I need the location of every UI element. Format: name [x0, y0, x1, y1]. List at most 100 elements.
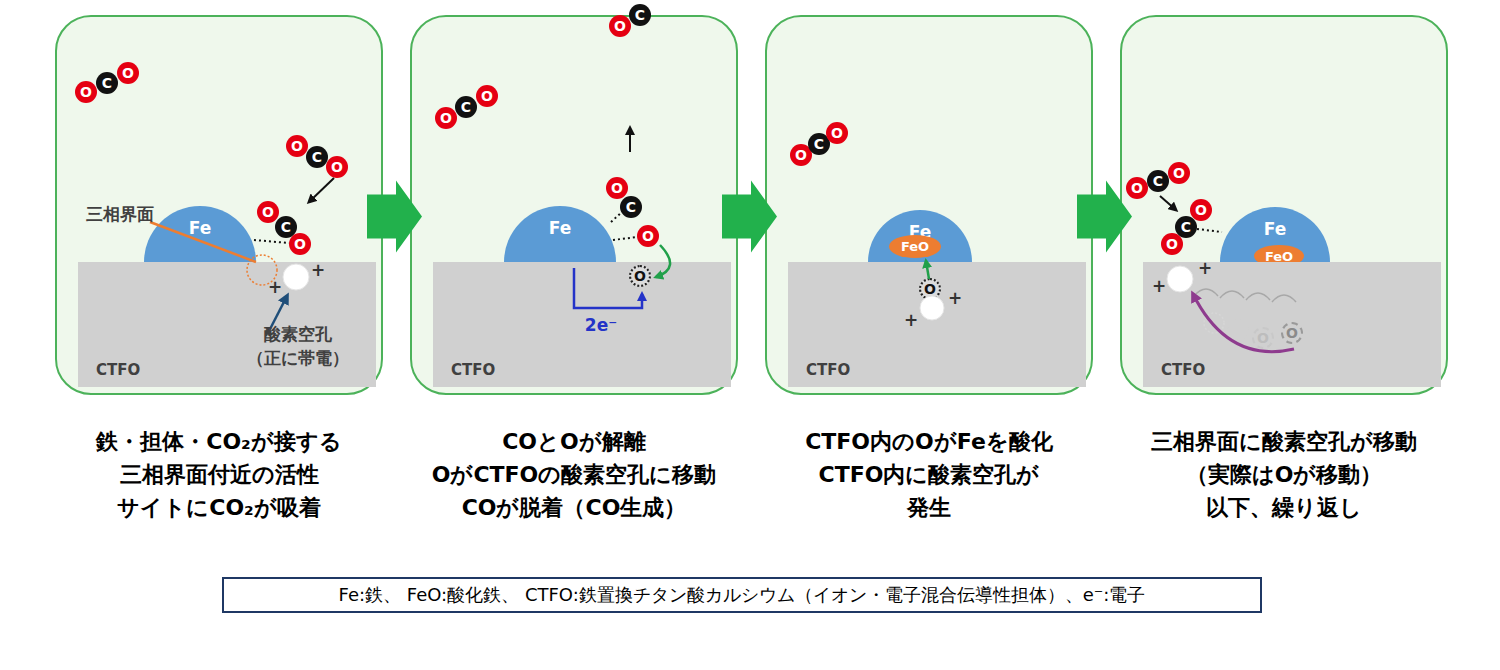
atom-symbol: O	[611, 181, 623, 195]
step-caption: CTFO内のOがFeを酸化 CTFO内に酸素空孔が 発生	[761, 425, 1097, 524]
step-panel: COとOが解離 OがCTFOの酸素空孔に移動 COが脱着（CO生成）OCOOCF…	[410, 15, 738, 395]
atom-symbol: O	[1195, 203, 1207, 217]
ctfo-support: CTFO O O	[1143, 262, 1441, 387]
oxygen-atom: O	[637, 225, 659, 247]
iron-particle: Fe	[504, 206, 616, 262]
oxidation-arrow	[926, 261, 929, 279]
support-label: CTFO	[96, 361, 140, 379]
atom-symbol: O	[291, 139, 303, 153]
atom-symbol: O	[831, 126, 843, 140]
support-label: CTFO	[806, 361, 850, 379]
atom-symbol: O	[481, 89, 493, 103]
oxide-label: FeO	[901, 239, 929, 254]
iron-particle: FeFeO	[1220, 207, 1330, 262]
oxygen-atom: O	[609, 15, 631, 37]
step-arrow	[367, 180, 422, 252]
ctfo-support: CTFO	[78, 262, 376, 387]
atom-symbol: O	[1286, 326, 1298, 340]
oxygen-vacancy	[920, 296, 944, 320]
migrating-oxygen: O	[1252, 327, 1274, 349]
iron-dome-fill	[144, 206, 256, 262]
atom-symbol: O	[122, 66, 134, 80]
atom-symbol: O	[1173, 166, 1185, 180]
interface-marker	[247, 255, 277, 285]
step-panel: 三相界面に酸素空孔が移動 （実際はOが移動） 以下、繰り返しOCOOCOFeFe…	[1120, 15, 1448, 395]
atom-symbol: C	[635, 8, 645, 22]
step-caption: 鉄・担体・CO₂が接する 三相界面付近の活性 サイトにCO₂が吸着	[51, 425, 387, 524]
iron-label: Fe	[1220, 219, 1330, 239]
iron-dome-fill	[868, 210, 972, 262]
lattice-oxygen: O	[919, 278, 941, 300]
hop-site	[1204, 313, 1224, 333]
oxygen-atom: O	[1161, 233, 1183, 255]
pointer-arrow	[268, 296, 287, 333]
oxygen-atom: O	[606, 177, 628, 199]
electron-path	[574, 268, 642, 308]
atom-symbol: C	[814, 137, 824, 151]
hop-site	[1228, 320, 1248, 340]
atom-symbol: O	[80, 85, 92, 99]
oxygen-atom: O	[257, 201, 279, 223]
atom-symbol: C	[281, 220, 291, 234]
desorption-arrow	[629, 128, 631, 152]
iron-particle: Fe	[144, 206, 256, 262]
iron-label: Fe	[504, 218, 616, 238]
step-panel: 鉄・担体・CO₂が接する 三相界面付近の活性 サイトにCO₂が吸着OCOOCOF…	[55, 15, 383, 395]
oxygen-vacancy	[1167, 266, 1193, 292]
lattice-oxygen: O	[629, 265, 651, 287]
oxygen-vacancy	[283, 264, 309, 290]
atom-symbol: O	[331, 160, 343, 174]
motion-arrow	[309, 178, 334, 202]
iron-label: Fe	[144, 218, 256, 238]
atom-symbol: O	[1166, 237, 1178, 251]
iron-particle: FeFeO	[868, 210, 972, 262]
oxygen-atom: O	[1126, 177, 1148, 199]
ctfo-support: CTFO O	[788, 262, 1086, 387]
atom-symbol: C	[461, 100, 471, 114]
hop-arc	[1194, 289, 1218, 296]
iron-dome-fill	[504, 206, 616, 262]
oxygen-atom: O	[289, 233, 311, 255]
support-label: CTFO	[451, 361, 495, 379]
carbon-atom: C	[620, 196, 642, 218]
hop-arc	[1220, 291, 1244, 298]
oxygen-atom: O	[1168, 162, 1190, 184]
step-arrow	[1077, 180, 1132, 252]
atom-symbol: O	[642, 229, 654, 243]
oxygen-atom: O	[826, 122, 848, 144]
carbon-atom: C	[455, 96, 477, 118]
atom-symbol: O	[1257, 331, 1269, 345]
oxygen-atom: O	[117, 62, 139, 84]
atom-symbol: O	[440, 111, 452, 125]
leader-line	[150, 222, 256, 262]
atom-symbol: O	[924, 282, 936, 296]
legend-text: Fe:鉄、 FeO:酸化鉄、 CTFO:鉄置換チタン酸カルシウム（イオン・電子混…	[339, 583, 1146, 607]
carbon-atom: C	[1147, 170, 1169, 192]
oxygen-atom: O	[1190, 199, 1212, 221]
atom-symbol: O	[1131, 181, 1143, 195]
ctfo-support: CTFO O	[433, 262, 731, 387]
adsorption-bond	[613, 237, 637, 240]
atom-symbol: O	[294, 237, 306, 251]
step-arrow	[722, 180, 777, 252]
step-caption: COとOが解離 OがCTFOの酸素空孔に移動 COが脱着（CO生成）	[406, 425, 742, 524]
oxygen-atom: O	[435, 107, 457, 129]
carbon-atom: C	[629, 4, 651, 26]
atom-symbol: C	[102, 76, 112, 90]
migrating-oxygen: O	[1281, 322, 1303, 344]
adsorption-bond	[611, 211, 623, 222]
atom-symbol: C	[1153, 174, 1163, 188]
support-label: CTFO	[1161, 361, 1205, 379]
oxygen-transfer-arrow	[656, 245, 670, 277]
adsorption-bond	[1197, 229, 1222, 232]
legend-box: Fe:鉄、 FeO:酸化鉄、 CTFO:鉄置換チタン酸カルシウム（イオン・電子混…	[222, 577, 1262, 613]
hop-arc	[1272, 295, 1296, 302]
atom-symbol: O	[614, 19, 626, 33]
oxygen-atom: O	[476, 85, 498, 107]
carbon-atom: C	[306, 146, 328, 168]
oxygen-atom: O	[326, 156, 348, 178]
motion-arrow	[1160, 196, 1176, 210]
carbon-atom: C	[96, 72, 118, 94]
atom-symbol: C	[1181, 220, 1191, 234]
